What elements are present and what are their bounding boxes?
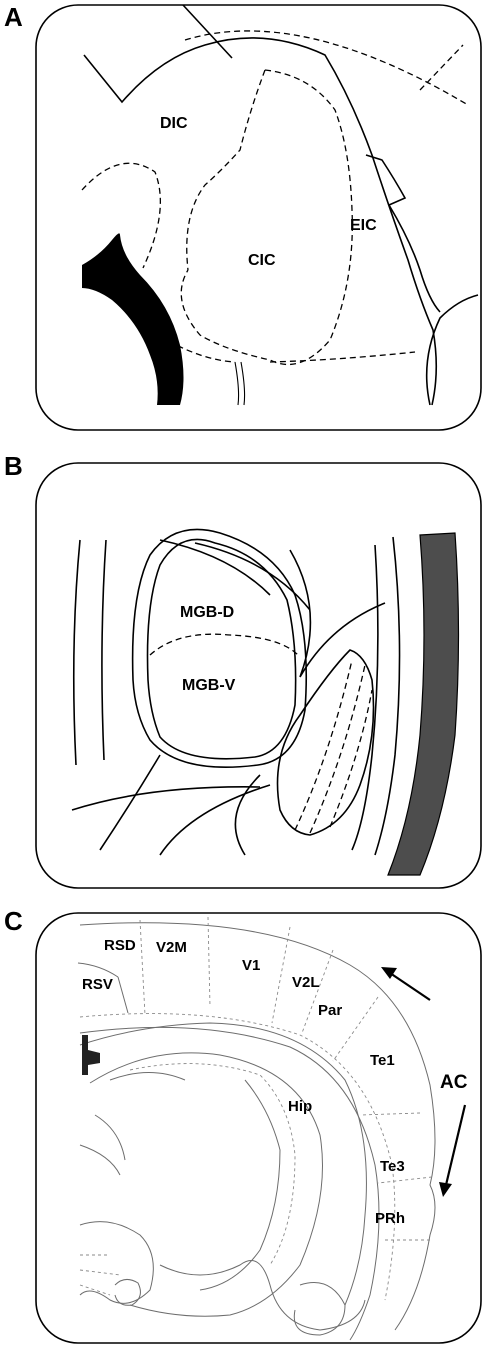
aqueduct-black xyxy=(82,233,184,405)
hippocampus-cell-layer xyxy=(200,1080,280,1290)
border-v2m-v1 xyxy=(208,917,210,1007)
upper-fiber-3 xyxy=(290,550,385,677)
lower-structure-2 xyxy=(294,1283,345,1336)
mgb-d-v-border xyxy=(150,634,298,655)
label-v1: V1 xyxy=(242,957,260,974)
outer-dashed-arc xyxy=(185,31,468,105)
cic-outline xyxy=(181,70,352,365)
thalamus-outline xyxy=(80,1222,153,1304)
mgb-inner-outline xyxy=(148,539,296,758)
hippocampus-outline xyxy=(90,1053,323,1316)
ac-arrow-lower xyxy=(446,1105,465,1185)
cortex-inner-surface xyxy=(80,1027,379,1340)
lower-left-lines xyxy=(80,1255,120,1295)
label-mgb-d: MGB-D xyxy=(180,604,234,621)
cortex-layer-4 xyxy=(80,1014,395,1300)
lateral-edge xyxy=(366,155,440,312)
lower-fiber-3 xyxy=(160,785,270,855)
label-rsd: RSD xyxy=(104,937,136,954)
upper-fiber-2 xyxy=(195,543,310,610)
midline-structure xyxy=(235,362,245,405)
label-dic: DIC xyxy=(160,115,188,132)
label-ac: AC xyxy=(440,1072,468,1093)
optic-tract xyxy=(278,650,374,835)
ac-arrow-upper xyxy=(390,973,430,1000)
lower-fiber-2 xyxy=(100,755,160,850)
label-te3: Te3 xyxy=(380,1158,405,1175)
ac-arrow-lower-head xyxy=(439,1182,452,1197)
label-v2m: V2M xyxy=(156,939,187,956)
panel-a-frame xyxy=(36,5,481,430)
label-par: Par xyxy=(318,1002,342,1019)
label-te1: Te1 xyxy=(370,1052,395,1069)
label-v2l: V2L xyxy=(292,974,320,991)
panel-b-medial-geniculate-diagram: MGB-D MGB-V xyxy=(0,455,485,895)
border-rsd-v2m xyxy=(140,920,145,1015)
border-te1-te3 xyxy=(360,1113,420,1115)
label-rsv: RSV xyxy=(82,976,113,993)
border-te3-prh xyxy=(378,1177,432,1183)
panel-c-coronal-brain-section: RSD V2M RSV V1 V2L Par Te1 Hip Te3 PRh A… xyxy=(0,905,485,1349)
dic-cic-border xyxy=(187,70,265,270)
label-mgb-v: MGB-V xyxy=(182,677,236,694)
label-cic: CIC xyxy=(248,252,276,269)
hippocampus-inner xyxy=(130,1064,295,1265)
left-boundary-1 xyxy=(74,540,80,765)
cortex-outer-surface xyxy=(80,923,435,1330)
border-v2l-par xyxy=(302,950,333,1033)
colliculus-outline xyxy=(84,38,436,405)
label-hip: Hip xyxy=(288,1098,312,1115)
lower-fiber-1 xyxy=(72,787,260,810)
lower-structure-3 xyxy=(115,1279,140,1305)
lower-structure-1 xyxy=(160,1261,365,1331)
lower-dashed xyxy=(160,336,415,362)
top-right-dashed xyxy=(420,45,463,90)
label-prh: PRh xyxy=(375,1210,405,1227)
tract-dash-3 xyxy=(330,690,372,827)
right-boundary-2 xyxy=(375,537,400,855)
label-eic: EIC xyxy=(350,217,377,234)
border-v1-v2l xyxy=(272,927,290,1023)
dentate-gyrus xyxy=(80,1073,185,1176)
left-boundary-2 xyxy=(102,540,106,760)
corpus-callosum xyxy=(80,1023,366,1305)
panel-a-inferior-colliculus-diagram: DIC CIC EIC xyxy=(0,0,485,440)
